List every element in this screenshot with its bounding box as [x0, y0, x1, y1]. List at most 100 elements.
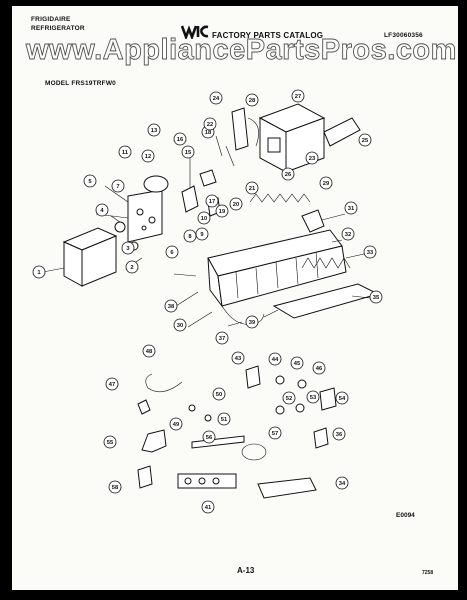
callout-53: 53: [306, 390, 320, 404]
watermark: www.AppliancePartsPros.com: [26, 34, 457, 67]
svg-text:39: 39: [249, 320, 256, 326]
svg-text:25: 25: [362, 138, 369, 144]
part-mounting-plate: [127, 189, 163, 243]
svg-text:51: 51: [221, 417, 228, 423]
svg-text:37: 37: [219, 336, 225, 342]
callout-43: 43: [231, 351, 245, 365]
svg-text:49: 49: [173, 422, 180, 428]
part-connector-47: [137, 399, 151, 415]
callout-15: 15: [181, 145, 195, 159]
part-bracket-36: [313, 427, 329, 449]
callout-51: 51: [217, 412, 231, 426]
part-shut-off-tray: [272, 283, 380, 319]
svg-text:57: 57: [272, 431, 278, 437]
callout-11: 11: [118, 145, 132, 159]
callout-34: 34: [335, 476, 349, 490]
callout-5: 5: [83, 174, 97, 188]
part-motor: [143, 175, 169, 193]
svg-text:11: 11: [122, 150, 129, 156]
svg-text:44: 44: [272, 357, 279, 363]
catalog-code: LF30060356: [384, 32, 423, 39]
part-wire-harness: [221, 305, 265, 325]
callout-56: 56: [202, 430, 216, 444]
callout-33: 33: [363, 245, 377, 259]
callout-8: 8: [183, 229, 197, 243]
svg-text:46: 46: [316, 366, 323, 372]
svg-text:8: 8: [188, 234, 192, 240]
svg-text:26: 26: [285, 172, 292, 178]
svg-text:27: 27: [295, 94, 301, 100]
svg-text:12: 12: [145, 154, 151, 160]
wci-logo: [181, 25, 209, 39]
publication-code: 7258: [422, 570, 434, 576]
callout-36: 36: [332, 427, 346, 441]
part-water-line-57: [241, 443, 267, 461]
svg-text:38: 38: [168, 304, 175, 310]
svg-text:4: 4: [100, 208, 104, 214]
svg-text:10: 10: [201, 216, 207, 222]
svg-text:9: 9: [200, 232, 204, 238]
callout-29: 29: [319, 176, 333, 190]
callout-46: 46: [312, 361, 326, 375]
callout-16: 16: [173, 132, 187, 146]
callout-32: 32: [341, 227, 355, 241]
callout-37: 37: [215, 331, 229, 345]
part-screw-48: [188, 404, 196, 412]
svg-text:50: 50: [216, 392, 222, 398]
callout-52: 52: [282, 391, 296, 405]
svg-text:13: 13: [151, 128, 158, 134]
part-switch: [181, 185, 199, 213]
callout-27: 27: [291, 89, 305, 103]
svg-text:6: 6: [170, 250, 174, 256]
part-clip: [199, 169, 217, 187]
part-washer-52: [275, 405, 285, 415]
callout-22: 22: [203, 117, 217, 131]
svg-text:36: 36: [336, 432, 343, 438]
catalog-title: FACTORY PARTS CATALOG: [212, 31, 324, 40]
callout-55: 55: [103, 435, 117, 449]
callout-4: 4: [95, 203, 109, 217]
svg-text:22: 22: [207, 122, 213, 128]
part-cover-54: [319, 387, 337, 411]
part-bracket-44: [245, 365, 261, 389]
callout-38: 38: [164, 299, 178, 313]
svg-text:53: 53: [310, 395, 317, 401]
callout-57: 57: [268, 426, 282, 440]
part-fitting-58: [137, 465, 153, 489]
callout-13: 13: [147, 123, 161, 137]
svg-text:56: 56: [206, 435, 213, 441]
callout-24: 24: [209, 91, 223, 105]
callout-58: 58: [108, 480, 122, 494]
svg-text:31: 31: [348, 206, 355, 212]
callout-9: 9: [195, 227, 209, 241]
part-grommet: [114, 221, 126, 233]
svg-text:15: 15: [185, 150, 192, 156]
svg-text:20: 20: [233, 202, 239, 208]
part-ice-bin: [257, 477, 317, 499]
svg-text:33: 33: [367, 250, 374, 256]
svg-text:3: 3: [126, 246, 130, 252]
callout-labels: 1 2 3 4 5 6 7 8 9 10 11 12 13 15 16 17 1…: [32, 89, 383, 514]
svg-text:32: 32: [345, 232, 351, 238]
svg-text:45: 45: [294, 361, 301, 367]
svg-text:17: 17: [209, 199, 215, 205]
svg-text:19: 19: [219, 209, 226, 215]
svg-text:55: 55: [107, 440, 114, 446]
svg-text:1: 1: [37, 270, 41, 276]
svg-text:16: 16: [177, 137, 184, 143]
svg-text:35: 35: [373, 295, 380, 301]
callout-17: 17: [205, 194, 219, 208]
svg-text:7: 7: [116, 184, 119, 190]
callout-3: 3: [121, 241, 135, 255]
callout-41: 41: [201, 500, 215, 514]
part-valve-55: [141, 429, 167, 453]
part-tube-56: [191, 435, 245, 449]
svg-text:23: 23: [309, 156, 316, 162]
callout-20: 20: [229, 197, 243, 211]
svg-text:58: 58: [112, 485, 119, 491]
part-ejector-spring: [249, 193, 311, 203]
callout-26: 26: [281, 167, 295, 181]
callout-47: 47: [105, 377, 119, 391]
part-cover-box: [62, 227, 118, 287]
svg-text:24: 24: [213, 96, 220, 102]
